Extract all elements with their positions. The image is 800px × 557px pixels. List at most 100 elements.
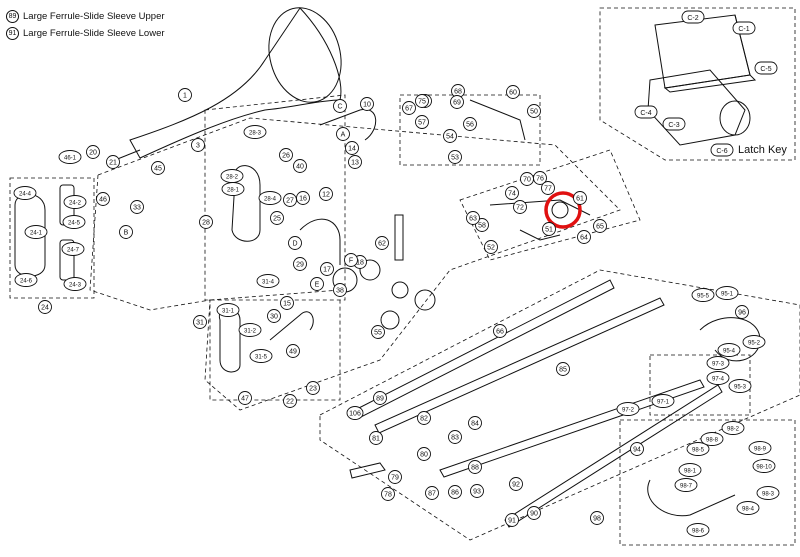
- callout-label: 28: [202, 220, 210, 227]
- case-callout-label: C-4: [640, 110, 651, 117]
- callout-25: 25: [270, 211, 284, 225]
- callout-33: 33: [130, 200, 144, 214]
- callout-97-3: 97-3: [706, 356, 730, 370]
- callout-label: 67: [405, 106, 413, 113]
- callout-bubble: [178, 88, 192, 102]
- callout-bubble: [425, 486, 439, 500]
- case-callout-bubble: [732, 21, 756, 35]
- callout-label: C: [337, 104, 342, 111]
- callout-98-3: 98-3: [756, 486, 780, 500]
- callout-bubble: [333, 99, 347, 113]
- callout-bubble: [466, 211, 480, 225]
- callout-label: B: [124, 230, 129, 237]
- callout-46: 46: [96, 192, 110, 206]
- callout-label: 45: [154, 166, 162, 173]
- callout-label: 1: [183, 93, 187, 100]
- callout-bubble: [506, 85, 520, 99]
- callout-74: 74: [505, 186, 519, 200]
- callout-bubble: [468, 416, 482, 430]
- callout-label: 30: [270, 314, 278, 321]
- callout-31-4: 31-4: [256, 274, 280, 288]
- callout-label: 31-1: [222, 309, 235, 315]
- callout-bubble: [306, 381, 320, 395]
- callout-bubble: [62, 215, 86, 229]
- callout-bubble: [527, 104, 541, 118]
- callout-28-4: 28-4: [258, 191, 282, 205]
- callout-bubble: [86, 145, 100, 159]
- case-callout-c-1: C-1: [732, 21, 756, 35]
- callout-98-9: 98-9: [748, 441, 772, 455]
- callout-label: 83: [451, 435, 459, 442]
- callout-bubble: [63, 195, 87, 209]
- callout-label: 58: [478, 223, 486, 230]
- callout-label: 3: [196, 143, 200, 150]
- callout-24-1: 24-1: [24, 225, 48, 239]
- callout-bubble: [728, 379, 752, 393]
- callout-layer: 131012131415161718202122232424-124-224-3…: [13, 84, 780, 537]
- callout-61: 61: [573, 191, 587, 205]
- callout-label: 54: [446, 134, 454, 141]
- callout-B: B: [119, 225, 133, 239]
- callout-label: 31-2: [244, 329, 257, 335]
- callout-bubble: [715, 286, 739, 300]
- callout-bubble: [216, 303, 240, 317]
- callout-bubble: [360, 97, 374, 111]
- callout-bubble: [369, 431, 383, 445]
- callout-label: 24-3: [69, 283, 82, 289]
- callout-label: 53: [451, 155, 459, 162]
- callout-bubble: [691, 288, 715, 302]
- callout-label: 17: [323, 267, 331, 274]
- callout-24-6: 24-6: [14, 273, 38, 287]
- callout-24-7: 24-7: [61, 242, 85, 256]
- callout-98-1: 98-1: [678, 463, 702, 477]
- callout-95-2: 95-2: [742, 335, 766, 349]
- callout-49: 49: [286, 344, 300, 358]
- callout-bubble: [286, 344, 300, 358]
- callout-bubble: [375, 236, 389, 250]
- callout-label: 95-4: [723, 349, 736, 355]
- callout-bubble: [279, 148, 293, 162]
- callout-label: A: [341, 132, 346, 139]
- callout-label: 50: [530, 109, 538, 116]
- callout-24-4: 24-4: [13, 186, 37, 200]
- case-callout-bubble: [710, 143, 734, 157]
- callout-label: 27: [286, 198, 294, 205]
- callout-bubble: [319, 187, 333, 201]
- callout-bubble: [463, 117, 477, 131]
- legend-number-91: 91: [6, 27, 19, 40]
- callout-bubble: [735, 305, 749, 319]
- callout-bubble: [533, 171, 547, 185]
- callout-63: 63: [466, 211, 480, 225]
- callout-24-5: 24-5: [62, 215, 86, 229]
- callout-bubble: [151, 161, 165, 175]
- callout-bubble: [243, 125, 267, 139]
- callout-label: 46: [99, 197, 107, 204]
- callout-label: 76: [536, 176, 544, 183]
- callout-bubble: [38, 300, 52, 314]
- callout-bubble: [686, 523, 710, 537]
- callout-label: 31: [196, 320, 204, 327]
- callout-97-1: 97-1: [651, 394, 675, 408]
- case-callout-bubble: [662, 117, 686, 131]
- callout-label: 15: [283, 301, 291, 308]
- callout-label: 72: [516, 205, 524, 212]
- callout-bubble: [686, 442, 710, 456]
- callout-bubble: [573, 191, 587, 205]
- callout-bubble: [542, 222, 556, 236]
- callout-label: 84: [471, 421, 479, 428]
- callout-label: 13: [351, 160, 359, 167]
- callout-64: 64: [577, 230, 591, 244]
- callout-16: 16: [296, 191, 310, 205]
- callout-62: 62: [375, 236, 389, 250]
- assembly-boundary: [9, 94, 641, 411]
- callout-label: 24: [41, 305, 49, 312]
- callout-82: 82: [417, 411, 431, 425]
- callout-23: 23: [306, 381, 320, 395]
- callout-label: 96: [738, 310, 746, 317]
- callout-C: C: [333, 99, 347, 113]
- callout-label: 95-5: [697, 294, 710, 300]
- callout-label: 47: [241, 396, 249, 403]
- callout-89: 89: [373, 391, 387, 405]
- callout-bubble: [674, 478, 698, 492]
- callout-28: 28: [199, 215, 213, 229]
